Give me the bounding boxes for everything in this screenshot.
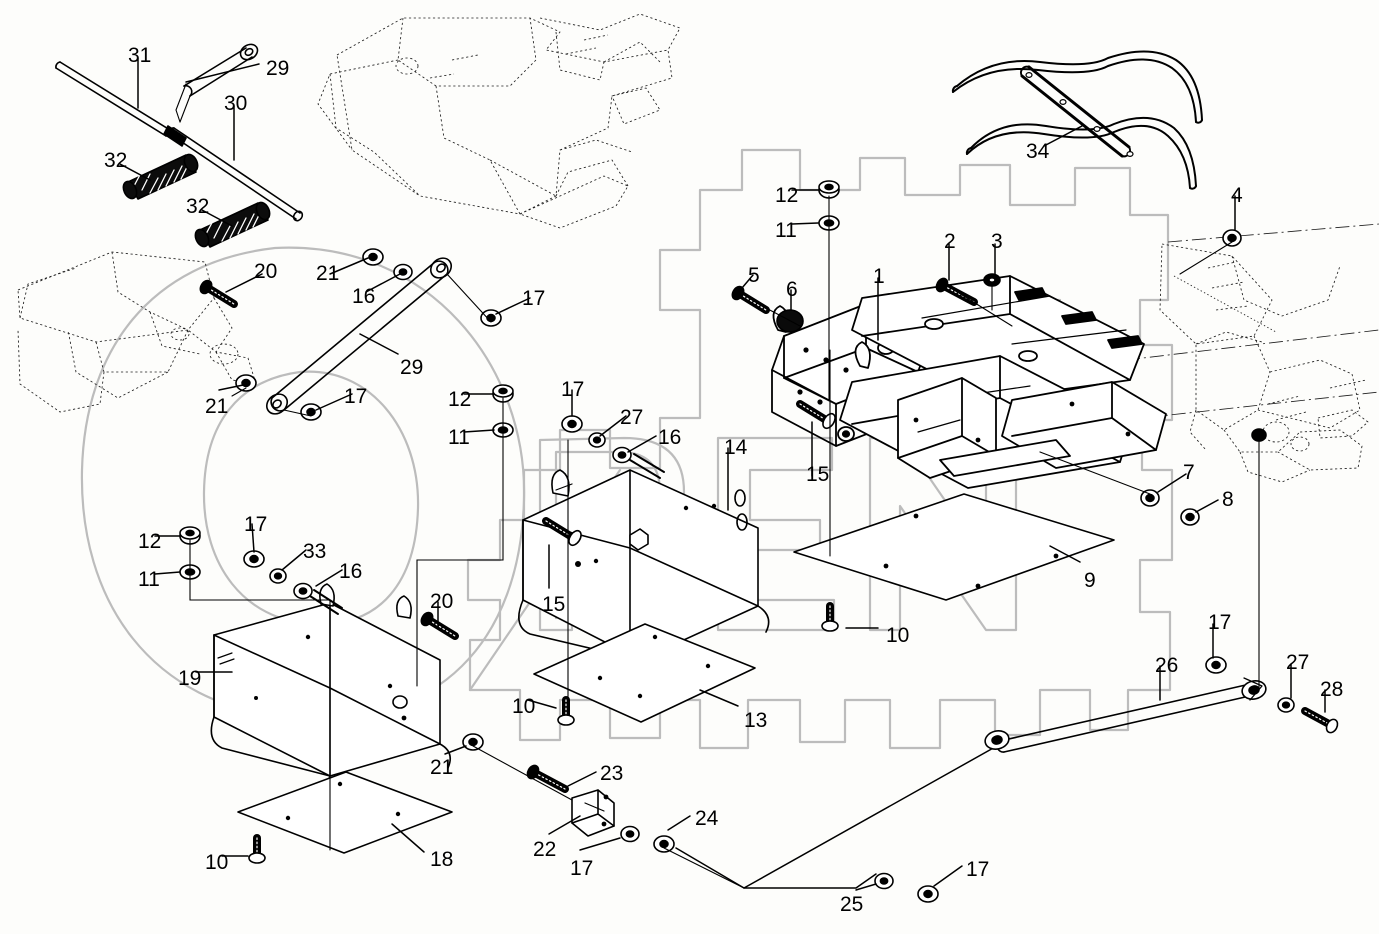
callout-1: 1 xyxy=(873,265,885,288)
callout-10-b: 10 xyxy=(205,851,229,874)
callout-17-a: 17 xyxy=(522,287,546,310)
callout-21-c: 21 xyxy=(430,756,454,779)
callout-21-b: 21 xyxy=(205,395,229,418)
callout-9: 9 xyxy=(1084,569,1096,592)
callout-19: 19 xyxy=(178,667,202,690)
callout-22: 22 xyxy=(533,838,557,861)
callout-26: 26 xyxy=(1155,654,1179,677)
callout-7: 7 xyxy=(1183,461,1195,484)
callout-23: 23 xyxy=(600,762,624,785)
callout-28: 28 xyxy=(1320,678,1344,701)
callout-2: 2 xyxy=(944,230,956,253)
callout-27-a: 27 xyxy=(620,406,644,429)
callout-4: 4 xyxy=(1231,184,1243,207)
callout-20-a: 20 xyxy=(254,260,278,283)
callout-14: 14 xyxy=(724,436,748,459)
callout-21-a: 21 xyxy=(316,262,340,285)
callout-11-b: 11 xyxy=(138,568,160,591)
callout-12-a: 12 xyxy=(448,388,472,411)
callout-15-a: 15 xyxy=(542,593,566,616)
callout-34: 34 xyxy=(1026,140,1050,163)
callout-29-link: 29 xyxy=(400,356,424,379)
callout-25: 25 xyxy=(840,893,864,916)
callout-27-b: 27 xyxy=(1286,651,1310,674)
callout-16-a: 16 xyxy=(352,285,376,308)
callout-33: 33 xyxy=(303,540,327,563)
callout-17-c: 17 xyxy=(561,378,585,401)
callout-15-b: 15 xyxy=(806,463,830,486)
callout-24: 24 xyxy=(695,807,719,830)
callout-11-a: 11 xyxy=(448,426,470,449)
callout-12-b: 12 xyxy=(138,530,162,553)
callout-32-b: 32 xyxy=(186,195,210,218)
callout-3: 3 xyxy=(991,230,1003,253)
callout-11-c: 11 xyxy=(775,219,797,242)
callout-16-c: 16 xyxy=(339,560,363,583)
callout-17-b: 17 xyxy=(344,385,368,408)
callout-17-j: 17 xyxy=(966,858,990,881)
callout-5: 5 xyxy=(748,264,760,287)
callout-13: 13 xyxy=(744,709,768,732)
callout-17-i: 17 xyxy=(570,857,594,880)
callout-31: 31 xyxy=(128,44,152,67)
callout-6: 6 xyxy=(786,278,798,301)
callout-20-b: 20 xyxy=(430,590,454,613)
callout-17-e: 17 xyxy=(1208,611,1232,634)
callout-18: 18 xyxy=(430,848,454,871)
callout-17-d: 17 xyxy=(244,513,268,536)
callout-16-b: 16 xyxy=(658,426,682,449)
callout-10-a: 10 xyxy=(512,695,536,718)
callout-8: 8 xyxy=(1222,488,1234,511)
callout-29-top: 29 xyxy=(266,57,290,80)
callout-32-a: 32 xyxy=(104,149,128,172)
callout-30: 30 xyxy=(224,92,248,115)
callout-12-c: 12 xyxy=(775,184,799,207)
callout-10-c: 10 xyxy=(886,624,910,647)
